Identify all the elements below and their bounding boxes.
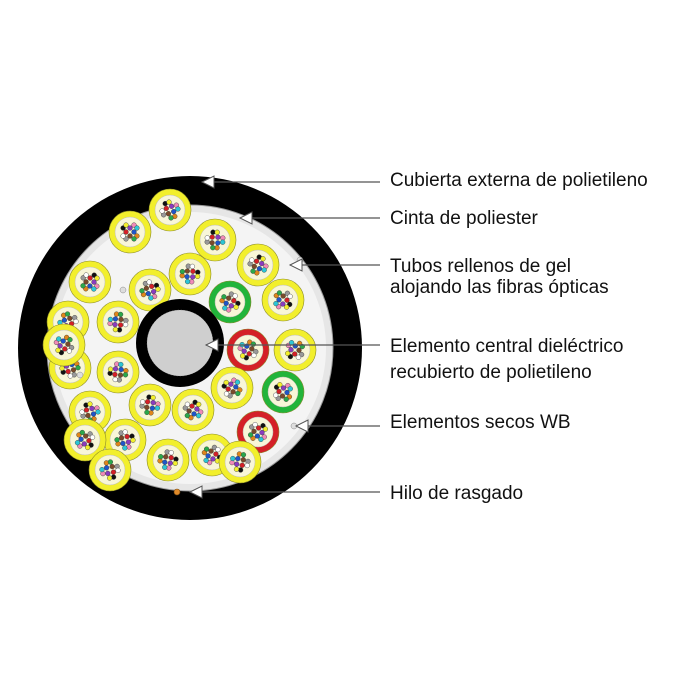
central-member	[136, 299, 224, 387]
gel-tube	[42, 323, 86, 367]
leader-outer-jacket-arrowhead	[200, 175, 215, 189]
gel-tube	[96, 350, 140, 394]
gel-tube	[146, 438, 190, 482]
gel-tube	[63, 418, 107, 462]
label-outer-jacket: Cubierta externa de polietileno	[390, 170, 648, 191]
gel-tube	[68, 260, 112, 304]
label-ripcord: Hilo de rasgado	[390, 483, 524, 504]
gel-tube	[128, 268, 172, 312]
dry-element-red	[226, 328, 270, 372]
gel-tube	[218, 440, 262, 484]
gel-tube	[273, 328, 317, 372]
label-central-member-line2: recubierto de polietileno	[390, 362, 592, 383]
gel-tube	[193, 218, 237, 262]
label-dry-elements: Elementos secos WB	[390, 412, 571, 433]
gel-tube	[210, 366, 254, 410]
gel-tube	[128, 383, 172, 427]
leader-lines	[188, 175, 380, 499]
filler-dot	[119, 286, 127, 294]
leader-polyester-tape-arrowhead	[238, 211, 253, 225]
leader-gel-tubes-arrowhead	[288, 258, 303, 272]
label-gel-tubes-line1: Tubos rellenos de gel	[390, 256, 571, 277]
dry-element-green	[208, 280, 252, 324]
gel-tube	[171, 388, 215, 432]
leader-dry-elements-arrowhead	[294, 419, 309, 433]
gel-tube	[148, 188, 192, 232]
tube-group	[42, 188, 317, 492]
leader-central-member-arrowhead	[204, 338, 219, 352]
gel-tube	[168, 252, 212, 296]
label-gel-tubes-line2: alojando las fibras ópticas	[390, 277, 609, 298]
gel-tube	[261, 278, 305, 322]
gel-tube	[108, 210, 152, 254]
filler-dot	[76, 371, 84, 379]
label-polyester-tape: Cinta de poliester	[390, 208, 538, 229]
gel-tube	[96, 300, 140, 344]
ripcord	[173, 488, 181, 496]
gel-tube	[88, 448, 132, 492]
label-central-member-line1: Elemento central dieléctrico	[390, 336, 624, 357]
leader-ripcord-arrowhead	[188, 485, 203, 499]
dry-element-green	[261, 370, 305, 414]
gel-tube	[236, 243, 280, 287]
